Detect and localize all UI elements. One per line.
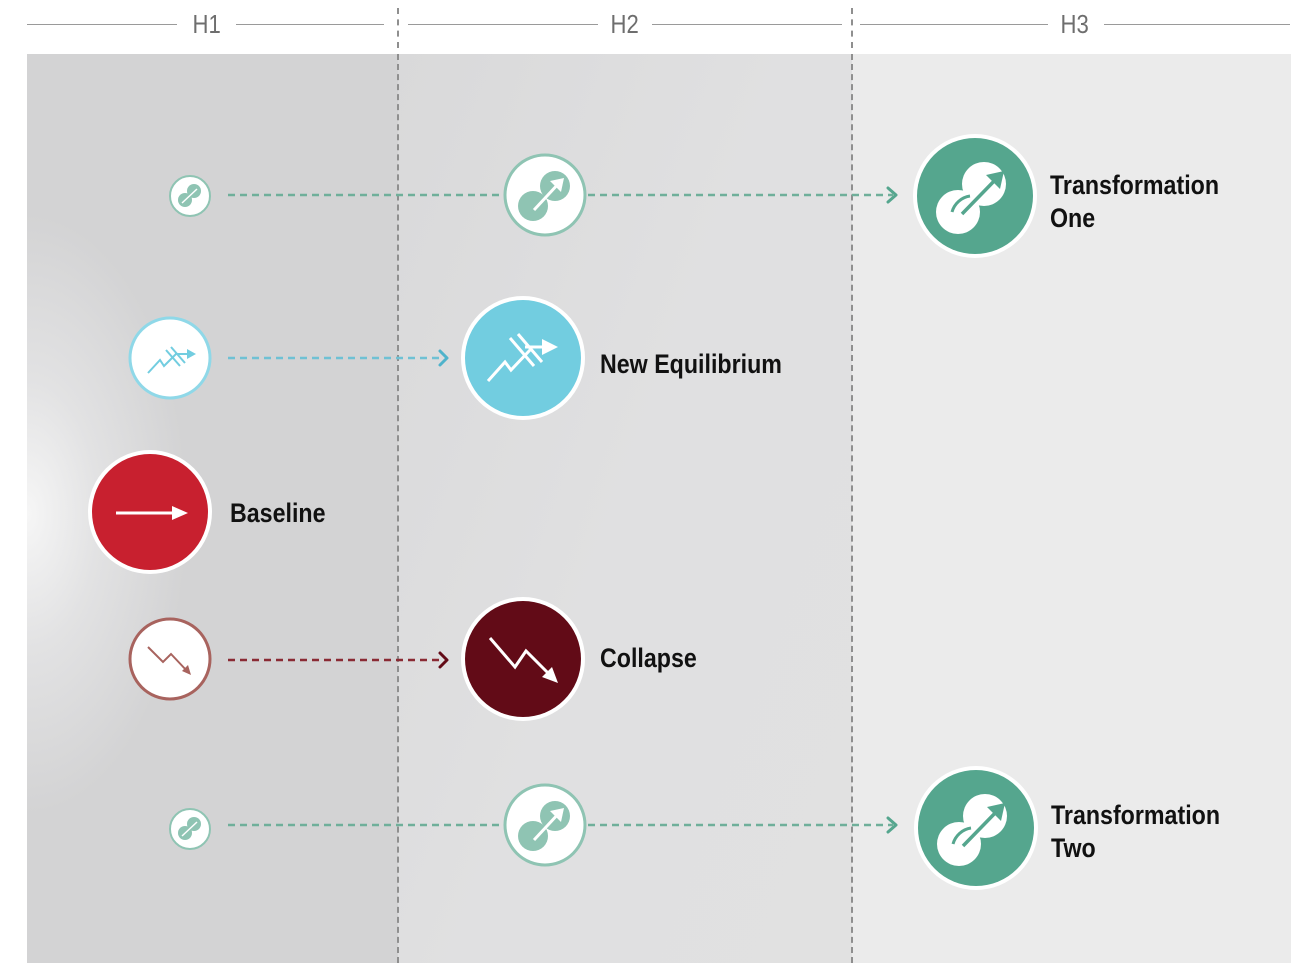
horizon-label-h1: H1 — [192, 9, 221, 39]
path-transformation-two — [228, 816, 898, 834]
horizon-divider — [397, 8, 399, 48]
transformation-two-label-line1: Transformation — [1051, 800, 1221, 830]
collapse-node[interactable] — [461, 597, 585, 721]
header-rule — [408, 24, 598, 25]
horizon-label-h3: H3 — [1060, 9, 1089, 39]
header-rule — [860, 24, 1048, 25]
transformation-one-label-line2: One — [1050, 203, 1096, 233]
transformation-one-label-line1: Transformation — [1050, 170, 1220, 200]
transformation-two-h2-node — [503, 783, 587, 867]
path-new-equilibrium — [228, 349, 449, 367]
baseline-label: Baseline — [230, 498, 326, 528]
path-transformation-one — [228, 186, 898, 204]
arrowhead-icon — [886, 186, 898, 204]
header-rule — [27, 24, 177, 25]
transformation-two-label-line2: Two — [1051, 833, 1096, 863]
horizon-divider — [397, 54, 399, 963]
collapse-h1-node — [128, 617, 212, 701]
arrowhead-icon — [438, 349, 449, 367]
horizon-label-h2: H2 — [610, 9, 639, 39]
transformation-one-h2-node — [503, 153, 587, 237]
new-equilibrium-h1-node — [128, 316, 212, 400]
arrowhead-icon — [886, 816, 898, 834]
header-rule — [1104, 24, 1290, 25]
collapse-label: Collapse — [600, 643, 697, 673]
horizon-divider — [851, 8, 853, 48]
horizon-divider — [851, 54, 853, 963]
transformation-one-label: Transformation One — [1050, 169, 1219, 235]
header-rule — [652, 24, 842, 25]
horizon-header: H1 H2 H3 — [0, 0, 1307, 54]
arrowhead-icon — [438, 651, 449, 669]
transformation-two-label: Transformation Two — [1051, 799, 1220, 865]
new-equilibrium-label: New Equilibrium — [600, 349, 782, 379]
horizon-panel-h2 — [398, 54, 852, 963]
transformation-one-h1-node — [169, 175, 211, 217]
new-equilibrium-node[interactable] — [461, 296, 585, 420]
header-rule — [236, 24, 384, 25]
path-collapse — [228, 651, 449, 669]
transformation-two-h1-node — [169, 808, 211, 850]
transformation-two-node[interactable] — [914, 766, 1038, 890]
baseline-node[interactable] — [88, 450, 212, 574]
transformation-one-node[interactable] — [913, 134, 1037, 258]
